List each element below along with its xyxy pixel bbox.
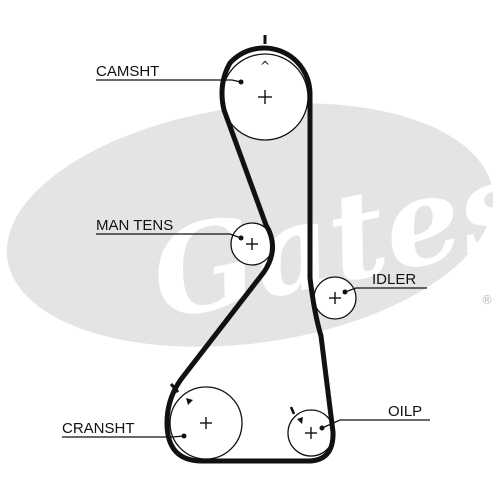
oil-pump-timing-tick <box>289 406 296 415</box>
registered-mark: ® <box>481 293 493 307</box>
crankshaft-leader-dot <box>181 433 187 439</box>
crankshaft-timing-tick <box>169 383 180 393</box>
idler-label: IDLER <box>372 271 416 288</box>
man-tensioner-leader-dot <box>238 235 244 241</box>
idler-leader <box>344 287 427 293</box>
camshaft-leader <box>96 79 242 83</box>
timing-belt <box>164 45 336 464</box>
oil-pump-leader-dot <box>319 425 325 431</box>
oil-pump-leader <box>321 419 430 429</box>
camshaft-label: CAMSHT <box>96 63 159 80</box>
crankshaft-timing-arrow <box>186 398 193 405</box>
man-tensioner-center-cross <box>246 238 258 250</box>
idler-leader-dot <box>342 289 348 295</box>
crankshaft-center-cross <box>200 417 212 429</box>
oil-pump-label: OILP <box>388 403 422 420</box>
idler-center-cross <box>329 292 341 304</box>
crankshaft-label: CRANSHT <box>62 420 135 437</box>
oil-pump-center-cross <box>305 427 317 439</box>
man-tensioner-leader <box>96 233 242 239</box>
camshaft-leader-dot <box>238 79 244 85</box>
camshaft-center-cross <box>258 90 272 104</box>
camshaft-timing-mark: ^ <box>260 59 270 73</box>
crankshaft-leader <box>62 435 185 438</box>
oil-pump-timing-arrow <box>297 417 303 424</box>
man-tensioner-label: MAN TENS <box>96 217 173 234</box>
